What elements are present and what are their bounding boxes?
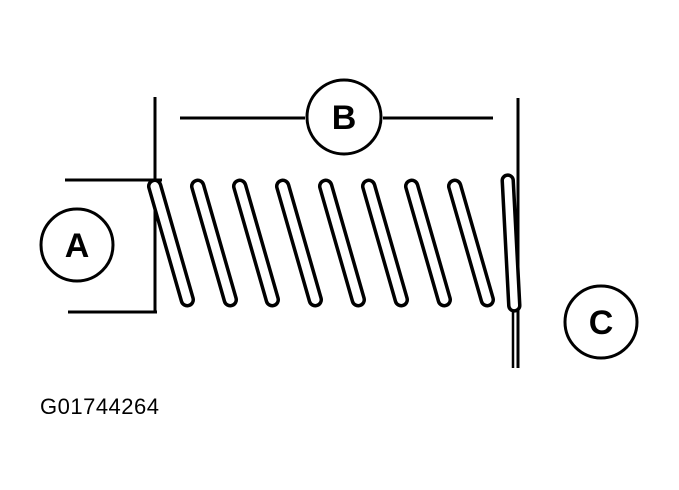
callout-a: A: [39, 207, 115, 283]
spring-end-coil: [500, 173, 522, 313]
callout-b-circle: [305, 78, 383, 156]
callout-c-label: C: [589, 304, 614, 342]
spring-coil: [360, 178, 410, 308]
spring-coil: [446, 178, 496, 308]
spring-coil: [274, 178, 324, 308]
callout-a-circle: [39, 207, 115, 283]
spring-coil: [189, 178, 239, 308]
callout-c: C: [563, 284, 639, 360]
callout-c-circle: [563, 284, 639, 360]
callout-a-label: A: [65, 227, 90, 265]
spring-coils: [146, 173, 522, 313]
spring-coil: [403, 178, 453, 308]
spring-coil: [317, 178, 367, 308]
spring-coil: [231, 178, 281, 308]
spring-coil: [146, 178, 196, 308]
figure-id: G01744264: [40, 394, 160, 419]
callout-b-label: B: [332, 99, 357, 137]
callout-b: B: [305, 78, 383, 156]
